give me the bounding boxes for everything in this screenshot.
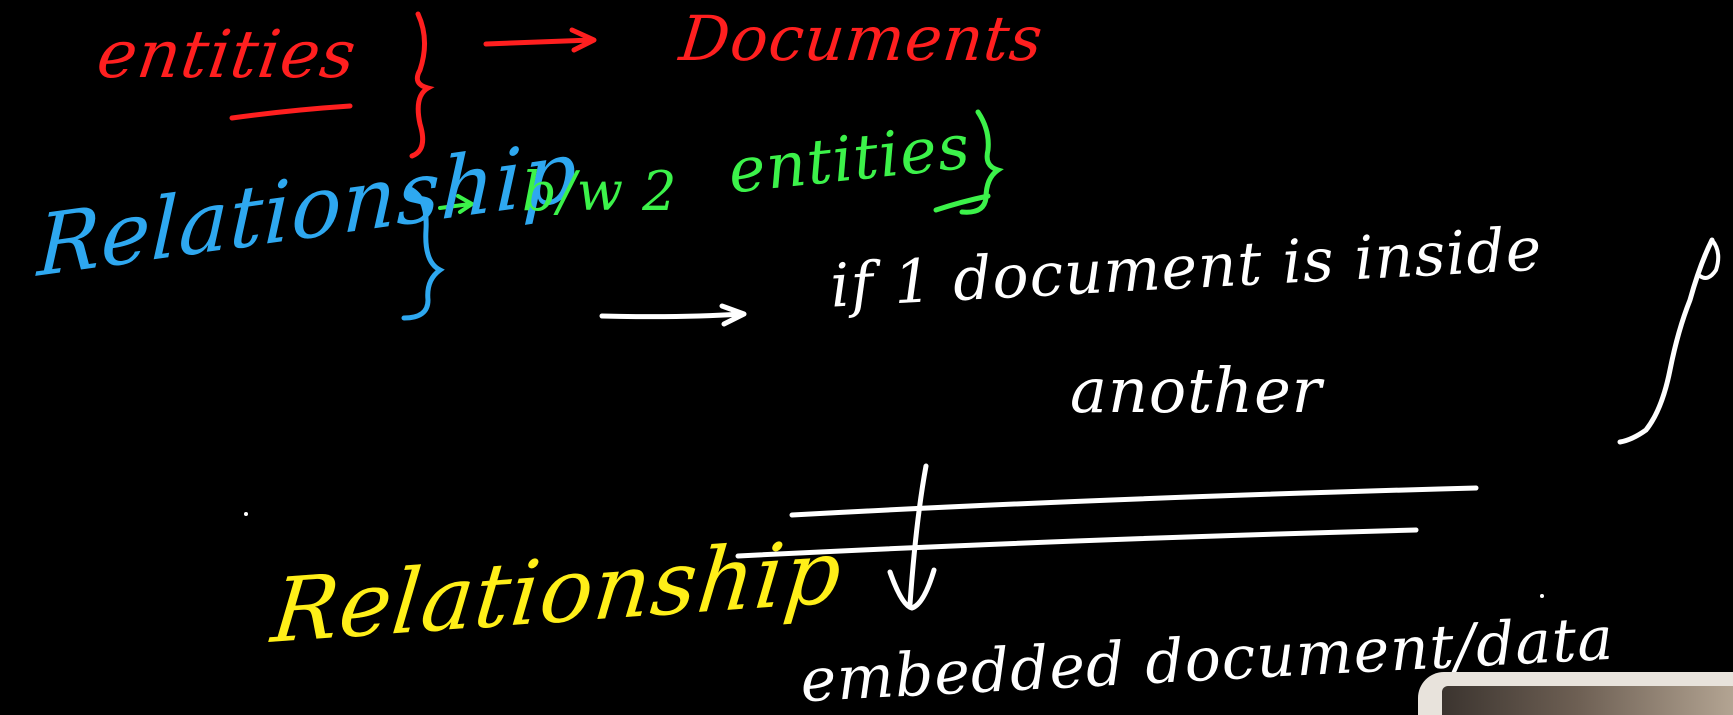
webcam-feed (1442, 686, 1733, 715)
entities-brace (409, 11, 435, 159)
entities-green-brace (959, 109, 1004, 215)
double-line-bottom (735, 527, 1419, 559)
down-arrow (887, 463, 937, 611)
note-another: another (1070, 354, 1323, 427)
double-line-top (789, 485, 1479, 518)
note-entities: entities (92, 16, 362, 93)
entities-underline (229, 103, 353, 121)
note-documents: Documents (676, 2, 1047, 75)
between-arrow (438, 194, 474, 214)
entities-green-underline (933, 193, 991, 213)
stray-dot (244, 512, 248, 516)
relationship-brace (401, 185, 445, 321)
entities-arrow (483, 27, 597, 53)
webcam-overlay (1418, 672, 1733, 715)
note-between: b/w 2 (522, 160, 678, 223)
if-doc-arrow (599, 303, 747, 327)
if-doc-brace-hook (1698, 238, 1721, 280)
if-doc-brace (1617, 237, 1715, 445)
stray-dot (1540, 594, 1544, 598)
